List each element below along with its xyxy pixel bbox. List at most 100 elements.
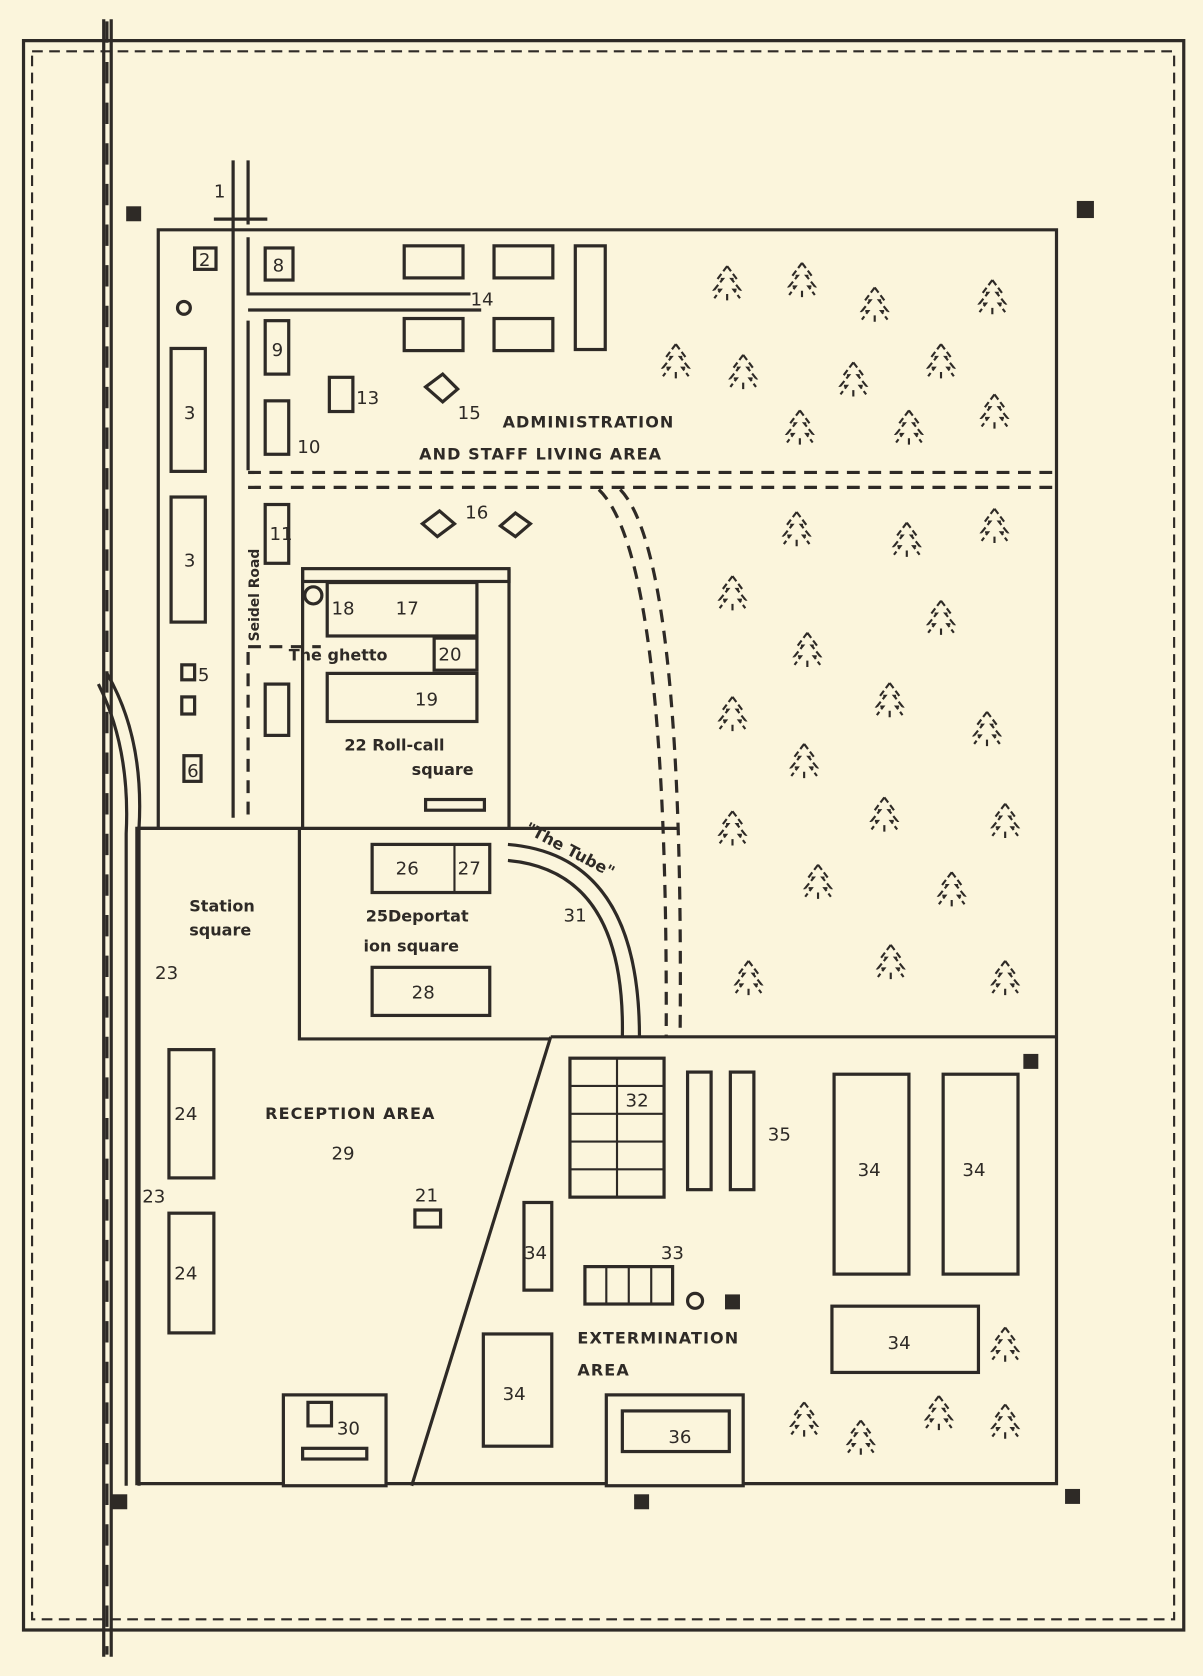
watchtower-icon bbox=[1023, 1053, 1039, 1069]
tree-icon bbox=[789, 743, 820, 781]
tree-icon bbox=[990, 1403, 1021, 1441]
building-number: 17 bbox=[396, 599, 419, 620]
tree-icon bbox=[925, 343, 957, 381]
tree-icon bbox=[784, 409, 815, 447]
building-number: 8 bbox=[273, 255, 285, 276]
railway bbox=[96, 19, 142, 1657]
building-number: 34 bbox=[858, 1160, 881, 1181]
building-number: 34 bbox=[888, 1333, 911, 1354]
tree-icon bbox=[979, 508, 1010, 546]
building-number: 24 bbox=[174, 1104, 197, 1125]
building-number: 34 bbox=[962, 1160, 985, 1181]
outer-border bbox=[21, 39, 1186, 1632]
tree-icon bbox=[838, 361, 869, 399]
building-number: 3 bbox=[184, 403, 196, 424]
watchtower-icon bbox=[1065, 1488, 1081, 1504]
building-number: 29 bbox=[331, 1144, 354, 1165]
tree-icon bbox=[875, 944, 906, 982]
labels: ADMINISTRATION AND STAFF LIVING AREA REC… bbox=[189, 413, 739, 1380]
building-number: 14 bbox=[471, 290, 494, 311]
tree-icon bbox=[891, 522, 922, 560]
building-number: 34 bbox=[503, 1384, 526, 1405]
building-number: 33 bbox=[661, 1243, 684, 1264]
building-number: 21 bbox=[415, 1185, 438, 1206]
building-number: 3 bbox=[184, 551, 196, 572]
building-number: 6 bbox=[187, 761, 199, 782]
building-number: 28 bbox=[412, 982, 435, 1003]
rollcall-square-label: 22 Roll-call bbox=[344, 735, 444, 754]
building-number: 1 bbox=[214, 182, 226, 203]
building-number: 32 bbox=[626, 1090, 649, 1111]
building-number: 18 bbox=[331, 599, 354, 620]
station-square-label: Station bbox=[189, 897, 255, 916]
tree-icon bbox=[990, 960, 1021, 998]
tree-icon bbox=[874, 682, 905, 720]
tree-icon bbox=[923, 1395, 954, 1433]
buildings bbox=[167, 244, 1020, 1488]
tree-icon bbox=[717, 810, 748, 848]
watchtower-icon bbox=[112, 1494, 128, 1510]
tree-icon bbox=[977, 279, 1008, 317]
road-label: Seidel Road bbox=[247, 549, 263, 642]
tree-icon bbox=[717, 696, 748, 734]
ghetto-label: The ghetto bbox=[289, 646, 388, 665]
tree-icon bbox=[786, 262, 818, 300]
forest bbox=[660, 262, 1021, 1457]
building-numbers: 1 2 3 3 5 6 8 9 10 11 13 14 15 16 17 18 … bbox=[142, 182, 985, 1448]
tree-icon bbox=[869, 796, 900, 834]
tree-icon bbox=[971, 711, 1003, 749]
area-label-administration: ADMINISTRATION bbox=[503, 413, 675, 432]
building-number: 26 bbox=[396, 858, 419, 879]
building-number: 20 bbox=[438, 645, 461, 666]
area-label-administration-2: AND STAFF LIVING AREA bbox=[419, 445, 662, 464]
roads bbox=[213, 160, 1057, 1037]
tree-icon bbox=[802, 864, 834, 902]
building-number: 9 bbox=[272, 340, 284, 361]
building-number: 27 bbox=[458, 858, 481, 879]
tree-icon bbox=[990, 803, 1021, 841]
tree-icon bbox=[792, 632, 823, 670]
station-square-label-2: square bbox=[189, 920, 251, 939]
building-number: 23 bbox=[155, 963, 178, 984]
watchtower-icon bbox=[634, 1494, 650, 1510]
tree-icon bbox=[660, 343, 691, 381]
tree-icon bbox=[717, 575, 748, 613]
building-number: 30 bbox=[337, 1418, 360, 1439]
building-number: 10 bbox=[297, 437, 320, 458]
deportation-square-label: 25Deportat bbox=[366, 906, 469, 925]
building-number: 24 bbox=[174, 1263, 197, 1284]
tree-icon bbox=[925, 600, 957, 638]
building-number: 36 bbox=[668, 1427, 691, 1448]
tree-icon bbox=[990, 1326, 1021, 1364]
camp-fence bbox=[135, 228, 1059, 1487]
building-number: 31 bbox=[564, 905, 587, 926]
area-label-extermination: EXTERMINATION bbox=[577, 1329, 739, 1348]
building-number: 35 bbox=[768, 1124, 791, 1145]
tree-icon bbox=[859, 286, 890, 324]
building-number: 15 bbox=[458, 403, 481, 424]
area-label-reception: RECEPTION AREA bbox=[265, 1104, 435, 1123]
tree-icon bbox=[712, 265, 743, 303]
building-number: 13 bbox=[356, 388, 379, 409]
tree-icon bbox=[893, 409, 924, 447]
tree-icon bbox=[789, 1401, 820, 1439]
rollcall-square-label-2: square bbox=[412, 760, 474, 779]
building-number: 23 bbox=[142, 1186, 165, 1207]
watchtower-icon bbox=[126, 206, 142, 222]
tree-icon bbox=[979, 393, 1010, 431]
building-number: 2 bbox=[199, 250, 211, 271]
building-number: 16 bbox=[465, 502, 488, 523]
deportation-square-label-2: ion square bbox=[364, 936, 460, 955]
watchtower-icon bbox=[1076, 200, 1094, 219]
building-number: 5 bbox=[198, 665, 210, 686]
area-label-extermination-2: AREA bbox=[577, 1361, 629, 1380]
tree-icon bbox=[936, 871, 967, 909]
watchtowers bbox=[112, 200, 1094, 1510]
tree-icon bbox=[845, 1419, 876, 1457]
watchtower-icon bbox=[725, 1294, 740, 1310]
building-number: 11 bbox=[269, 524, 292, 545]
tree-icon bbox=[733, 960, 764, 998]
tree-icon bbox=[728, 354, 759, 392]
tree-icon bbox=[781, 511, 812, 549]
